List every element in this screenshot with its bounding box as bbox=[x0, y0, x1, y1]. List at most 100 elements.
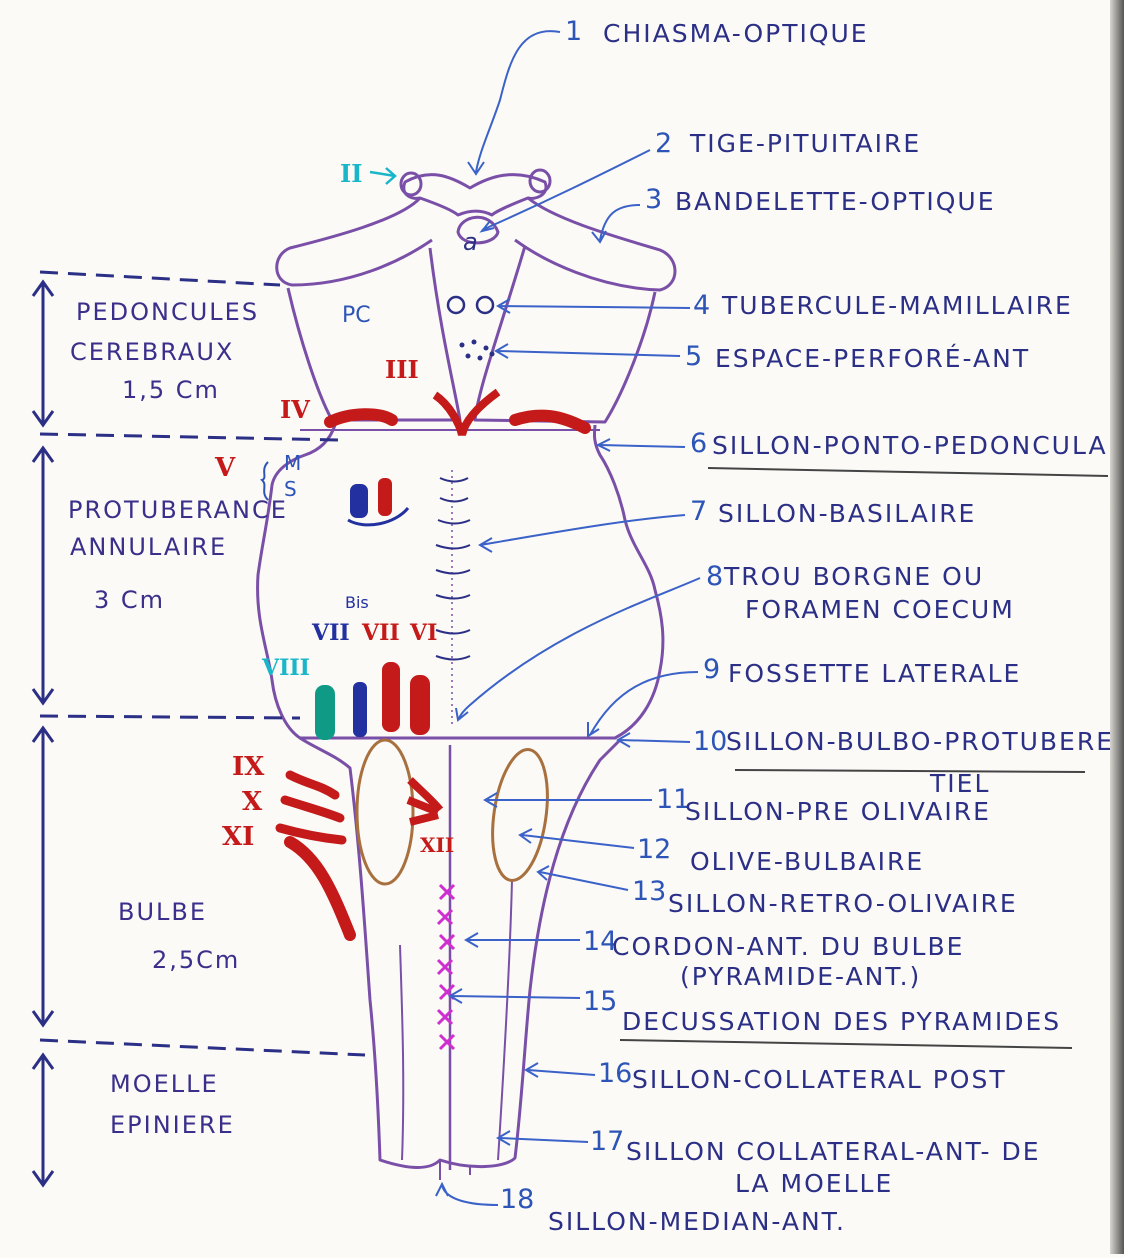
label-8: 8 TROU BORGNE OU FORAMEN COECUM bbox=[706, 561, 1015, 624]
leader-4 bbox=[498, 299, 690, 313]
svg-text:8: 8 bbox=[706, 561, 723, 592]
svg-text:17: 17 bbox=[590, 1126, 624, 1157]
svg-text:SILLON COLLATERAL-ANT- DE: SILLON COLLATERAL-ANT- DE bbox=[626, 1137, 1041, 1166]
leader-15 bbox=[450, 989, 580, 1003]
label-15: 15 DECUSSATION DES PYRAMIDES bbox=[583, 986, 1072, 1048]
svg-text:FORAMEN COECUM: FORAMEN COECUM bbox=[745, 595, 1015, 624]
label-7: 7 SILLON-BASILAIRE bbox=[690, 496, 976, 528]
svg-text:4: 4 bbox=[693, 290, 710, 321]
region-pons-3: 3 Cm bbox=[94, 586, 165, 614]
svg-text:TIEL: TIEL bbox=[929, 769, 990, 798]
pyramidal-decussation bbox=[438, 885, 454, 1049]
svg-text:(PYRAMIDE-ANT.): (PYRAMIDE-ANT.) bbox=[680, 962, 921, 991]
svg-text:10: 10 bbox=[693, 726, 727, 757]
nerve-VIII-label: VIII bbox=[261, 655, 310, 681]
region-peduncles-1: PEDONCULES bbox=[76, 298, 259, 326]
nerve-XII-label: XII bbox=[420, 833, 454, 857]
optic-chiasma bbox=[404, 175, 546, 215]
leader-17 bbox=[498, 1131, 588, 1145]
svg-text:FOSSETTE LATERALE: FOSSETTE LATERALE bbox=[728, 659, 1021, 688]
nerves-IX-X-XI: IX X XI bbox=[222, 752, 350, 935]
region-labels: PEDONCULES CEREBRAUX 1,5 Cm PROTUBERANCE… bbox=[68, 298, 288, 1139]
nerve-V-label: V bbox=[214, 453, 236, 483]
leader-16 bbox=[526, 1063, 595, 1077]
nerve-II-label: II bbox=[340, 159, 362, 188]
nerve-V-M-label: M bbox=[284, 451, 301, 475]
stalk-a-label: a bbox=[463, 228, 478, 256]
svg-text:16: 16 bbox=[598, 1058, 632, 1089]
olive-right bbox=[485, 746, 555, 884]
label-16: 16 SILLON-COLLATERAL POST bbox=[598, 1058, 1007, 1094]
label-13: 13 SILLON-RETRO-OLIVAIRE bbox=[632, 876, 1018, 918]
leader-18 bbox=[436, 1184, 498, 1205]
svg-text:DECUSSATION DES PYRAMIDES: DECUSSATION DES PYRAMIDES bbox=[622, 1007, 1061, 1036]
label-6: 6 SILLON-PONTO-PEDONCULAIRE bbox=[690, 428, 1110, 476]
leader-6 bbox=[598, 439, 685, 451]
region-peduncles-3: 1,5 Cm bbox=[122, 376, 220, 404]
svg-text:SILLON-MEDIAN-ANT.: SILLON-MEDIAN-ANT. bbox=[548, 1207, 846, 1236]
optic-tract-left bbox=[277, 198, 432, 285]
leader-7 bbox=[480, 515, 685, 552]
svg-text:SILLON-RETRO-OLIVAIRE: SILLON-RETRO-OLIVAIRE bbox=[668, 889, 1018, 918]
leader-12 bbox=[520, 829, 634, 848]
region-moelle-2: EPINIERE bbox=[110, 1111, 235, 1139]
svg-text:LA MOELLE: LA MOELLE bbox=[735, 1169, 893, 1198]
nerve-II: II bbox=[340, 159, 395, 188]
basilar-marks bbox=[436, 478, 470, 660]
svg-text:CORDON-ANT. DU BULBE: CORDON-ANT. DU BULBE bbox=[612, 932, 964, 961]
nerve-X-label: X bbox=[242, 787, 263, 817]
svg-text:BANDELETTE-OPTIQUE: BANDELETTE-OPTIQUE bbox=[675, 187, 996, 216]
nerves-VII-VIII: VIII VII Bis VII VI bbox=[261, 593, 437, 740]
label-17: 17 SILLON COLLATERAL-ANT- DE LA MOELLE bbox=[590, 1126, 1041, 1198]
nerve-VI-label: VI bbox=[409, 620, 437, 646]
label-5: 5 ESPACE-PERFORÉ-ANT bbox=[685, 341, 1030, 373]
svg-text:15: 15 bbox=[583, 986, 617, 1017]
label-4: 4 TUBERCULE-MAMILLAIRE bbox=[693, 290, 1073, 321]
page-edge-shadow bbox=[1110, 0, 1124, 1254]
nerve-IX-label: IX bbox=[232, 752, 265, 782]
label-12: 12 OLIVE-BULBAIRE bbox=[637, 834, 924, 876]
nerve-IV: IV bbox=[280, 395, 585, 428]
nerve-III-label: III bbox=[385, 355, 419, 384]
brainstem-outline bbox=[258, 170, 675, 1180]
label-14: 14 CORDON-ANT. DU BULBE (PYRAMIDE-ANT.) bbox=[583, 926, 964, 991]
nerve-bis-label: Bis bbox=[345, 593, 369, 612]
svg-text:2: 2 bbox=[655, 128, 672, 159]
svg-text:5: 5 bbox=[685, 341, 702, 372]
collateral-sulcus-right bbox=[498, 880, 512, 1160]
label-3: 3 BANDELETTE-OPTIQUE bbox=[645, 184, 996, 216]
svg-text:6: 6 bbox=[690, 428, 707, 459]
svg-text:TIGE-PITUITAIRE: TIGE-PITUITAIRE bbox=[689, 129, 921, 158]
svg-text:CHIASMA-OPTIQUE: CHIASMA-OPTIQUE bbox=[603, 19, 869, 48]
svg-text:7: 7 bbox=[690, 496, 707, 527]
nerve-VII-label: VII bbox=[361, 620, 400, 646]
svg-text:ESPACE-PERFORÉ-ANT: ESPACE-PERFORÉ-ANT bbox=[715, 344, 1030, 373]
svg-text:SILLON-PONTO-PEDONCULAIRE: SILLON-PONTO-PEDONCULAIRE bbox=[712, 431, 1110, 460]
region-bulbe-2: 2,5Cm bbox=[152, 946, 240, 974]
svg-text:18: 18 bbox=[500, 1184, 534, 1215]
svg-text:OLIVE-BULBAIRE: OLIVE-BULBAIRE bbox=[690, 847, 924, 876]
nerve-IV-label: IV bbox=[280, 395, 310, 424]
mamillary-body-1 bbox=[448, 297, 464, 313]
svg-text:SILLON-BASILAIRE: SILLON-BASILAIRE bbox=[718, 499, 976, 528]
svg-text:TUBERCULE-MAMILLAIRE: TUBERCULE-MAMILLAIRE bbox=[721, 291, 1073, 320]
pc-label: PC bbox=[342, 303, 371, 328]
svg-text:1: 1 bbox=[565, 16, 582, 47]
nerve-XII: XII bbox=[408, 780, 454, 857]
leader-5 bbox=[496, 344, 680, 358]
peduncle-left bbox=[288, 248, 460, 420]
svg-text:SILLON-PRE OLIVAIRE: SILLON-PRE OLIVAIRE bbox=[685, 797, 991, 826]
label-2: 2 TIGE-PITUITAIRE bbox=[655, 128, 921, 159]
leader-14 bbox=[466, 933, 580, 947]
svg-text:SILLON-BULBO-PROTUBEREN-: SILLON-BULBO-PROTUBEREN- bbox=[726, 727, 1110, 756]
olive-left bbox=[357, 740, 413, 884]
svg-text:TROU BORGNE OU: TROU BORGNE OU bbox=[723, 562, 984, 591]
nerve-XI-label: XI bbox=[222, 822, 254, 852]
label-1: 1 CHIASMA-OPTIQUE bbox=[565, 16, 869, 48]
svg-text:SILLON-COLLATERAL POST: SILLON-COLLATERAL POST bbox=[632, 1065, 1007, 1094]
label-10: 10 SILLON-BULBO-PROTUBEREN- TIEL bbox=[693, 726, 1110, 798]
leader-11 bbox=[485, 793, 652, 807]
region-peduncles-2: CEREBRAUX bbox=[70, 338, 234, 366]
